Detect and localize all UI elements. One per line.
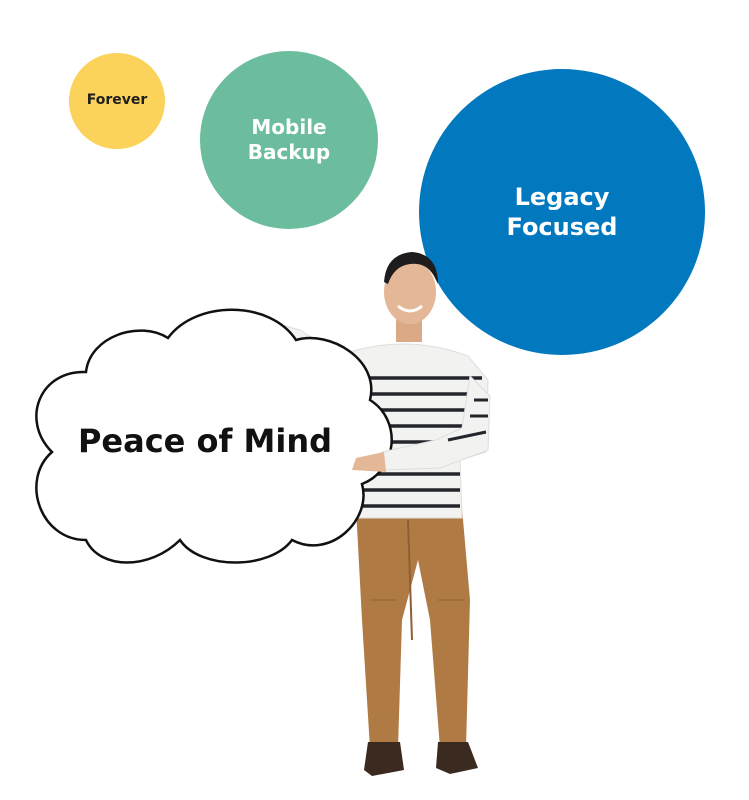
pants xyxy=(356,508,470,748)
legacy-focused-bubble: Legacy Focused xyxy=(419,69,705,355)
cloud-text: Peace of Mind xyxy=(77,422,333,460)
forever-bubble: Forever xyxy=(69,53,165,149)
thought-cloud xyxy=(35,308,393,564)
right-arm xyxy=(352,374,491,472)
head xyxy=(384,252,438,342)
mobile-backup-bubble: Mobile Backup xyxy=(200,51,378,229)
shoes xyxy=(364,742,478,776)
